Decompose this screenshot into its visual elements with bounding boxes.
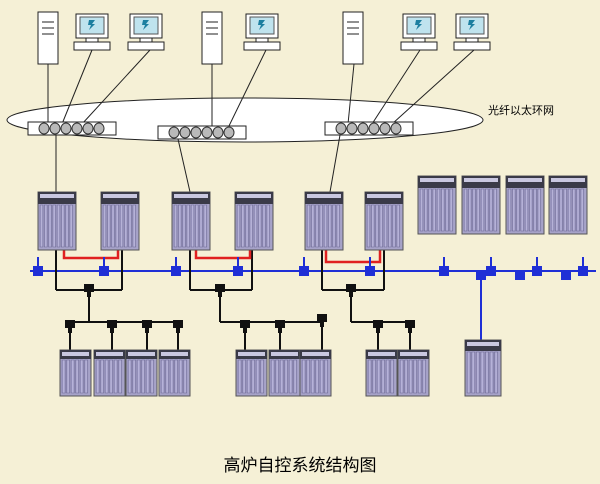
bus-connector-node xyxy=(33,257,43,276)
io-station-rack-icon xyxy=(505,175,545,235)
bus-tap-node xyxy=(561,272,571,280)
computer-workstation-icon xyxy=(400,13,438,51)
io-connector-node xyxy=(142,320,152,333)
io-connector-node xyxy=(275,320,285,333)
fiber-ring-label: 光纤以太环网 xyxy=(488,104,554,117)
plc-rack-icon xyxy=(304,191,344,251)
io-station-rack-icon xyxy=(93,349,126,397)
bus-connector-node xyxy=(578,257,588,276)
io-connector-node xyxy=(346,284,356,297)
plc-rack-icon xyxy=(37,191,77,251)
io-station-rack-icon xyxy=(268,349,301,397)
diagram-caption: 高炉自控系统结构图 xyxy=(223,456,377,476)
main-fieldbus xyxy=(30,270,596,346)
io-connector-node xyxy=(405,320,415,333)
io-station-rack-icon xyxy=(548,175,588,235)
bus-connector-node xyxy=(486,257,496,276)
bus-tap-node xyxy=(476,272,486,280)
io-connector-node xyxy=(317,314,327,327)
computer-workstation-icon xyxy=(73,13,111,51)
io-station-rack-icon xyxy=(464,339,502,397)
bus-connector-node xyxy=(532,257,542,276)
bus-connector-node xyxy=(171,257,181,276)
io-station-rack-icon xyxy=(299,349,332,397)
ethernet-switch-icon xyxy=(27,121,117,136)
server-tower-icon xyxy=(201,11,223,65)
computer-workstation-icon xyxy=(453,13,491,51)
bus-connector-node xyxy=(365,257,375,276)
computer-workstation-icon xyxy=(243,13,281,51)
host-links xyxy=(47,49,475,129)
io-station-rack-icon xyxy=(158,349,191,397)
io-connector-node xyxy=(240,320,250,333)
io-distribution-lines xyxy=(55,250,411,352)
io-station-rack-icon xyxy=(417,175,457,235)
server-tower-icon xyxy=(37,11,59,65)
bus-tap-node xyxy=(515,272,525,280)
io-station-rack-icon xyxy=(59,349,92,397)
plc-rack-icon xyxy=(364,191,404,251)
plc-rack-icon xyxy=(171,191,211,251)
computer-workstation-icon xyxy=(127,13,165,51)
redundancy-links xyxy=(62,250,382,264)
bus-connector-node xyxy=(439,257,449,276)
ethernet-switch-icon xyxy=(157,125,247,140)
io-station-rack-icon xyxy=(397,349,430,397)
plc-rack-icon xyxy=(234,191,274,251)
io-connector-node xyxy=(215,284,225,297)
io-station-rack-icon xyxy=(235,349,268,397)
io-connector-node xyxy=(84,284,94,297)
io-connector-node xyxy=(173,320,183,333)
bus-connector-node xyxy=(299,257,309,276)
bus-connector-node xyxy=(99,257,109,276)
io-connector-node xyxy=(107,320,117,333)
plc-rack-icon xyxy=(100,191,140,251)
io-connector-node xyxy=(65,320,75,333)
switch-plc-links xyxy=(55,134,341,193)
io-connector-node xyxy=(373,320,383,333)
bus-connector-node xyxy=(233,257,243,276)
io-station-rack-icon xyxy=(365,349,398,397)
server-tower-icon xyxy=(342,11,364,65)
ethernet-switch-icon xyxy=(324,121,414,136)
io-station-rack-icon xyxy=(125,349,158,397)
io-station-rack-icon xyxy=(461,175,501,235)
